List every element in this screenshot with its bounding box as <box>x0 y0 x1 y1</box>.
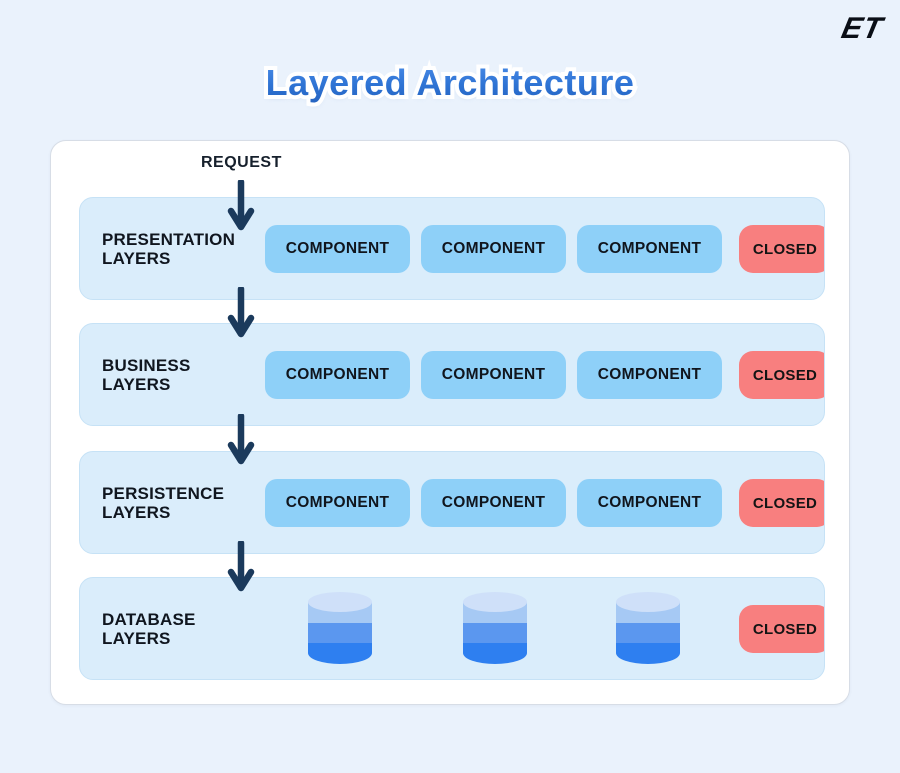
layer-label-line1: PRESENTATION <box>102 229 236 249</box>
layer-label-business: BUSINESS LAYERS <box>102 356 191 394</box>
component-chip: COMPONENT <box>265 351 410 399</box>
brand-logo: ET <box>838 12 886 45</box>
layer-row-persistence: PERSISTENCE LAYERS COMPONENT COMPONENT C… <box>79 451 825 554</box>
component-chip: COMPONENT <box>577 225 722 273</box>
layer-row-database: DATABASE LAYERS CLOSED <box>79 577 825 680</box>
layer-label-database: DATABASE LAYERS <box>102 610 196 648</box>
closed-badge: CLOSED <box>739 479 824 527</box>
layer-row-business: BUSINESS LAYERS COMPONENT COMPONENT COMP… <box>79 323 825 426</box>
layer-label-line2: LAYERS <box>102 374 171 394</box>
layer-label-presentation: PRESENTATION LAYERS <box>102 230 235 268</box>
layer-label-line1: BUSINESS <box>102 355 191 375</box>
closed-badge: CLOSED <box>739 351 824 399</box>
component-chip: COMPONENT <box>421 351 566 399</box>
diagram-card: REQUEST PRESENTATION LAYERS COMPONENT CO… <box>50 140 850 705</box>
database-icon <box>616 592 680 664</box>
request-label: REQUEST <box>201 154 282 171</box>
component-chip: COMPONENT <box>421 225 566 273</box>
flow-arrow-2 <box>227 414 255 472</box>
database-icon <box>463 592 527 664</box>
layer-label-line1: DATABASE <box>102 609 196 629</box>
page-title-outline: Layered Architecture <box>0 58 900 107</box>
closed-badge: CLOSED <box>739 605 824 653</box>
component-chip: COMPONENT <box>421 479 566 527</box>
closed-badge: CLOSED <box>739 225 824 273</box>
layer-label-line2: LAYERS <box>102 502 171 522</box>
component-chip: COMPONENT <box>577 479 722 527</box>
flow-arrow-3 <box>227 541 255 599</box>
page-title: Layered Architecture Layered Architectur… <box>0 58 900 108</box>
component-chip: COMPONENT <box>265 479 410 527</box>
page-title-text: Layered Architecture <box>0 62 900 104</box>
flow-arrow-request <box>227 180 255 238</box>
layer-label-line2: LAYERS <box>102 248 171 268</box>
component-chip: COMPONENT <box>265 225 410 273</box>
layer-row-presentation: PRESENTATION LAYERS COMPONENT COMPONENT … <box>79 197 825 300</box>
database-icon <box>308 592 372 664</box>
flow-arrow-1 <box>227 287 255 345</box>
layer-label-line2: LAYERS <box>102 628 171 648</box>
component-chip: COMPONENT <box>577 351 722 399</box>
layer-label-persistence: PERSISTENCE LAYERS <box>102 484 224 522</box>
layer-label-line1: PERSISTENCE <box>102 483 225 503</box>
